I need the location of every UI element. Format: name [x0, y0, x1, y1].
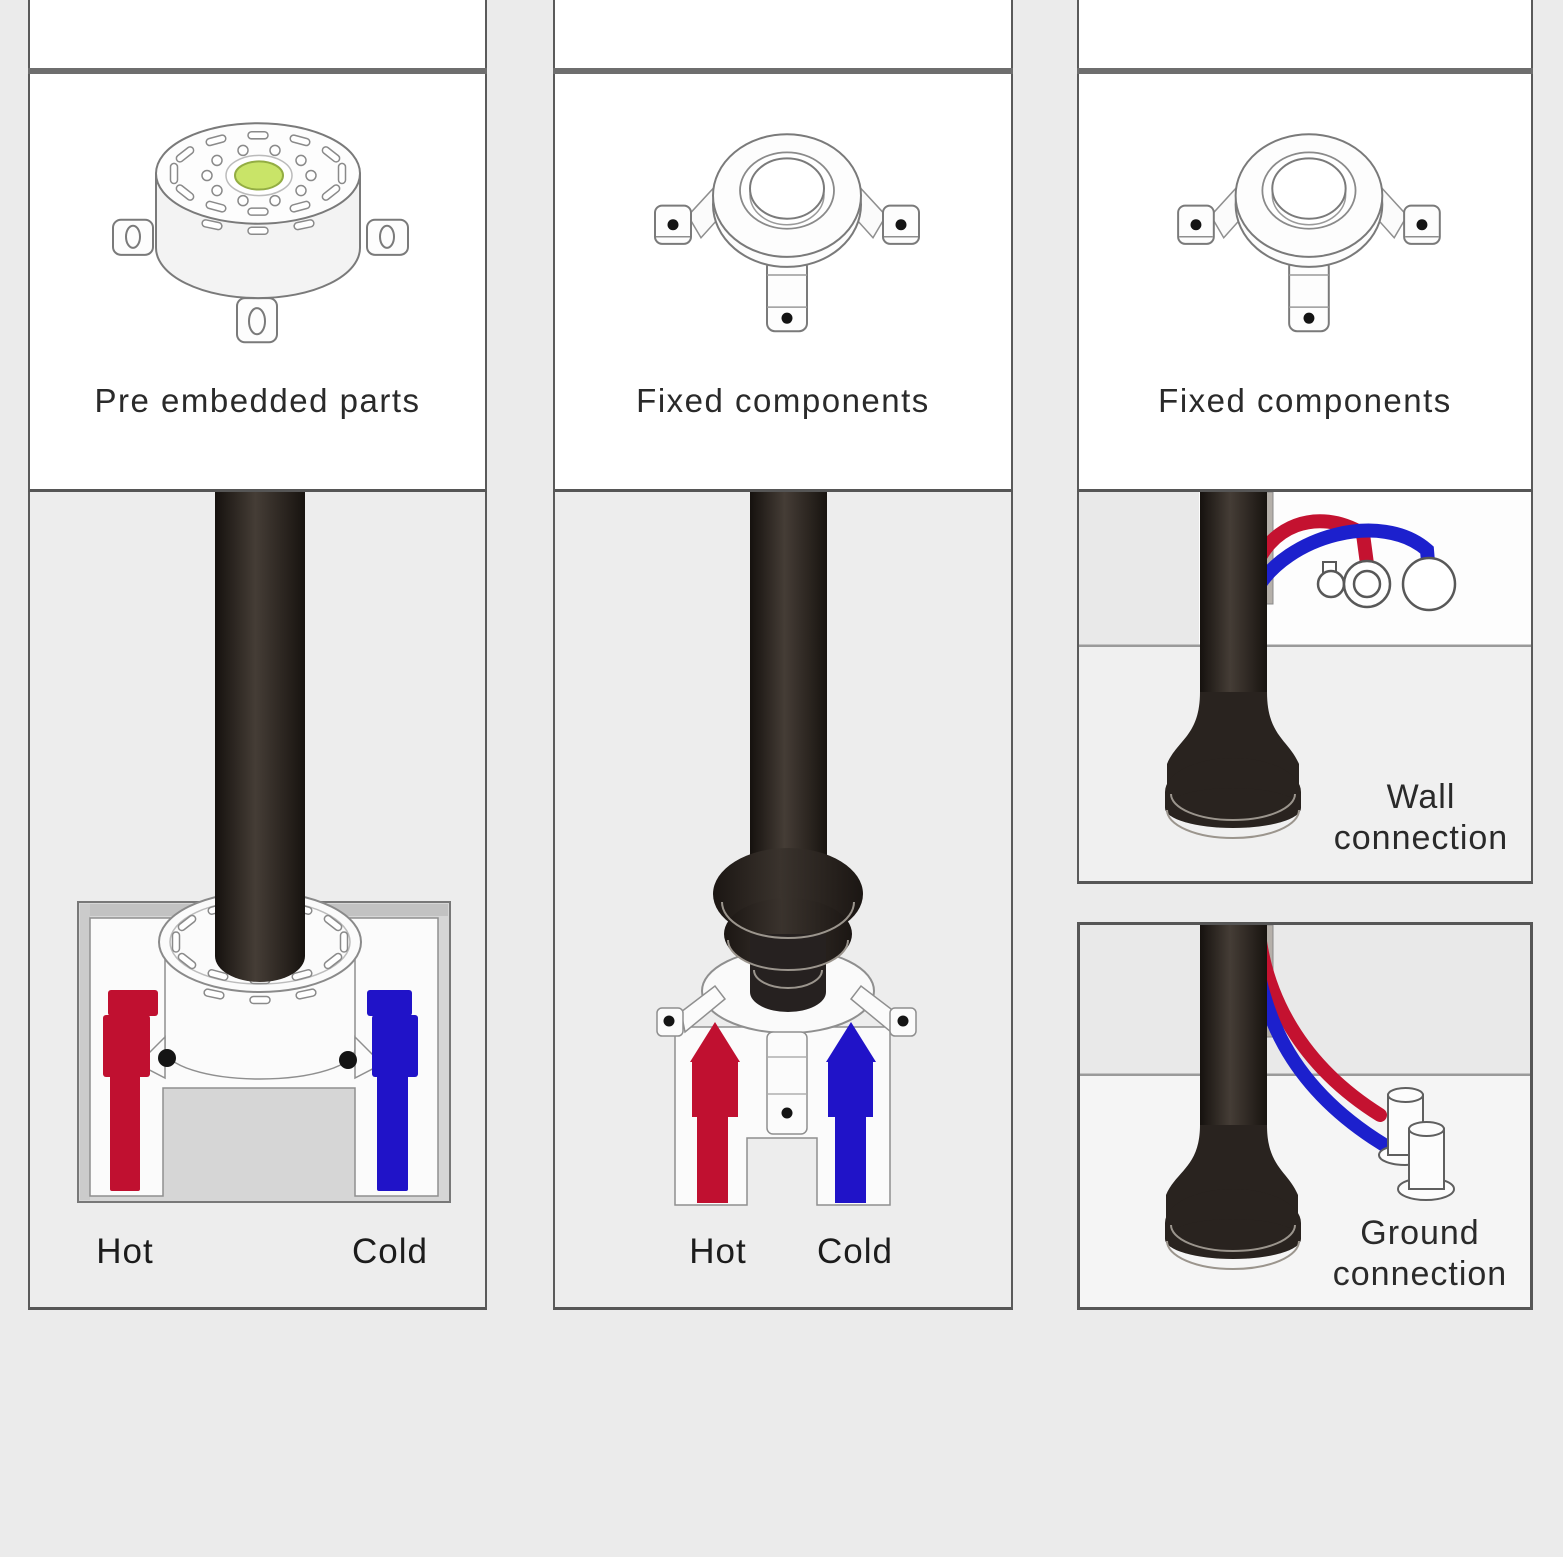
panel-top-right: [1077, 0, 1533, 68]
wall-connection-label: Wall connection: [1333, 778, 1509, 858]
fixed-component-icon: [654, 133, 920, 333]
panel-install-middle: Hot Cold: [553, 492, 1013, 1310]
divider-left: [28, 68, 487, 74]
flange-ring: [712, 133, 862, 268]
screw-dot: [1190, 219, 1202, 231]
fixed-component-icon: [1177, 133, 1441, 333]
pre-embedded-disc-icon: [112, 122, 409, 344]
ground-connection-graphic: [1080, 925, 1530, 1307]
panel-fixed-components-1: Fixed components: [553, 74, 1013, 492]
floor-area: [1080, 1075, 1530, 1307]
screw-dot: [781, 312, 793, 324]
hot-supply-pipe: [103, 990, 158, 1191]
panel-top-middle: [553, 0, 1013, 68]
faucet-pipe: [215, 492, 305, 982]
faucet-pipe: [713, 492, 863, 1012]
front-slots: [201, 219, 315, 236]
wall-connectors: [1316, 556, 1457, 612]
cold-hose: [1249, 523, 1436, 597]
cold-supply-pipe: [367, 990, 418, 1191]
screw-dot: [897, 1015, 909, 1027]
screw-dot: [1416, 219, 1428, 231]
screw-dot: [895, 219, 907, 231]
faucet-pipe: [1200, 925, 1267, 1137]
divider-middle: [553, 68, 1013, 74]
counter-edge: [1079, 644, 1531, 647]
fixed-component: [656, 948, 917, 1135]
flange-ring: [1234, 133, 1384, 268]
hot-supply-pipe: [690, 1022, 740, 1203]
cold-label: Cold: [352, 1232, 428, 1271]
screw-hole-ring: [201, 144, 317, 207]
install-left-graphic: [77, 492, 451, 1203]
panel-fixed-components-2: Fixed components: [1077, 74, 1533, 492]
step-title: Fixed components: [636, 382, 930, 419]
hot-label: Hot: [689, 1232, 747, 1271]
panel-ground-connection: Ground connection: [1077, 922, 1533, 1310]
panel-install-left: Hot Cold: [28, 492, 487, 1310]
green-indicator: [234, 160, 284, 191]
screw-dot: [1303, 312, 1315, 324]
mounting-tabs: [112, 218, 409, 344]
step-title: Fixed components: [1158, 382, 1452, 419]
base-dome: [1165, 692, 1301, 839]
screw-dot: [663, 1015, 675, 1027]
screw-dot: [158, 1049, 176, 1067]
hot-label: Hot: [96, 1232, 154, 1271]
faucet-pipe: [1200, 492, 1267, 704]
screw-dot: [781, 1107, 793, 1119]
panel-wall-connection: Wall connection: [1077, 492, 1533, 884]
step-title: Pre embedded parts: [94, 382, 421, 419]
screw-dot: [339, 1051, 357, 1069]
cold-supply-pipe: [826, 1022, 876, 1203]
cold-label: Cold: [817, 1232, 893, 1271]
counter-area: [1079, 646, 1531, 881]
base-dome: [1165, 1125, 1301, 1270]
panel-pre-embedded-parts: Pre embedded parts: [28, 74, 487, 492]
install-middle-graphic: [656, 492, 917, 1206]
panel-top-left: [28, 0, 487, 68]
ground-connection-label: Ground connection: [1332, 1214, 1508, 1294]
rim-slots: [169, 131, 347, 216]
screw-dot: [667, 219, 679, 231]
wall-connection-graphic: [1079, 492, 1531, 881]
divider-right: [1077, 68, 1533, 74]
ground-connectors: [1378, 1087, 1455, 1201]
